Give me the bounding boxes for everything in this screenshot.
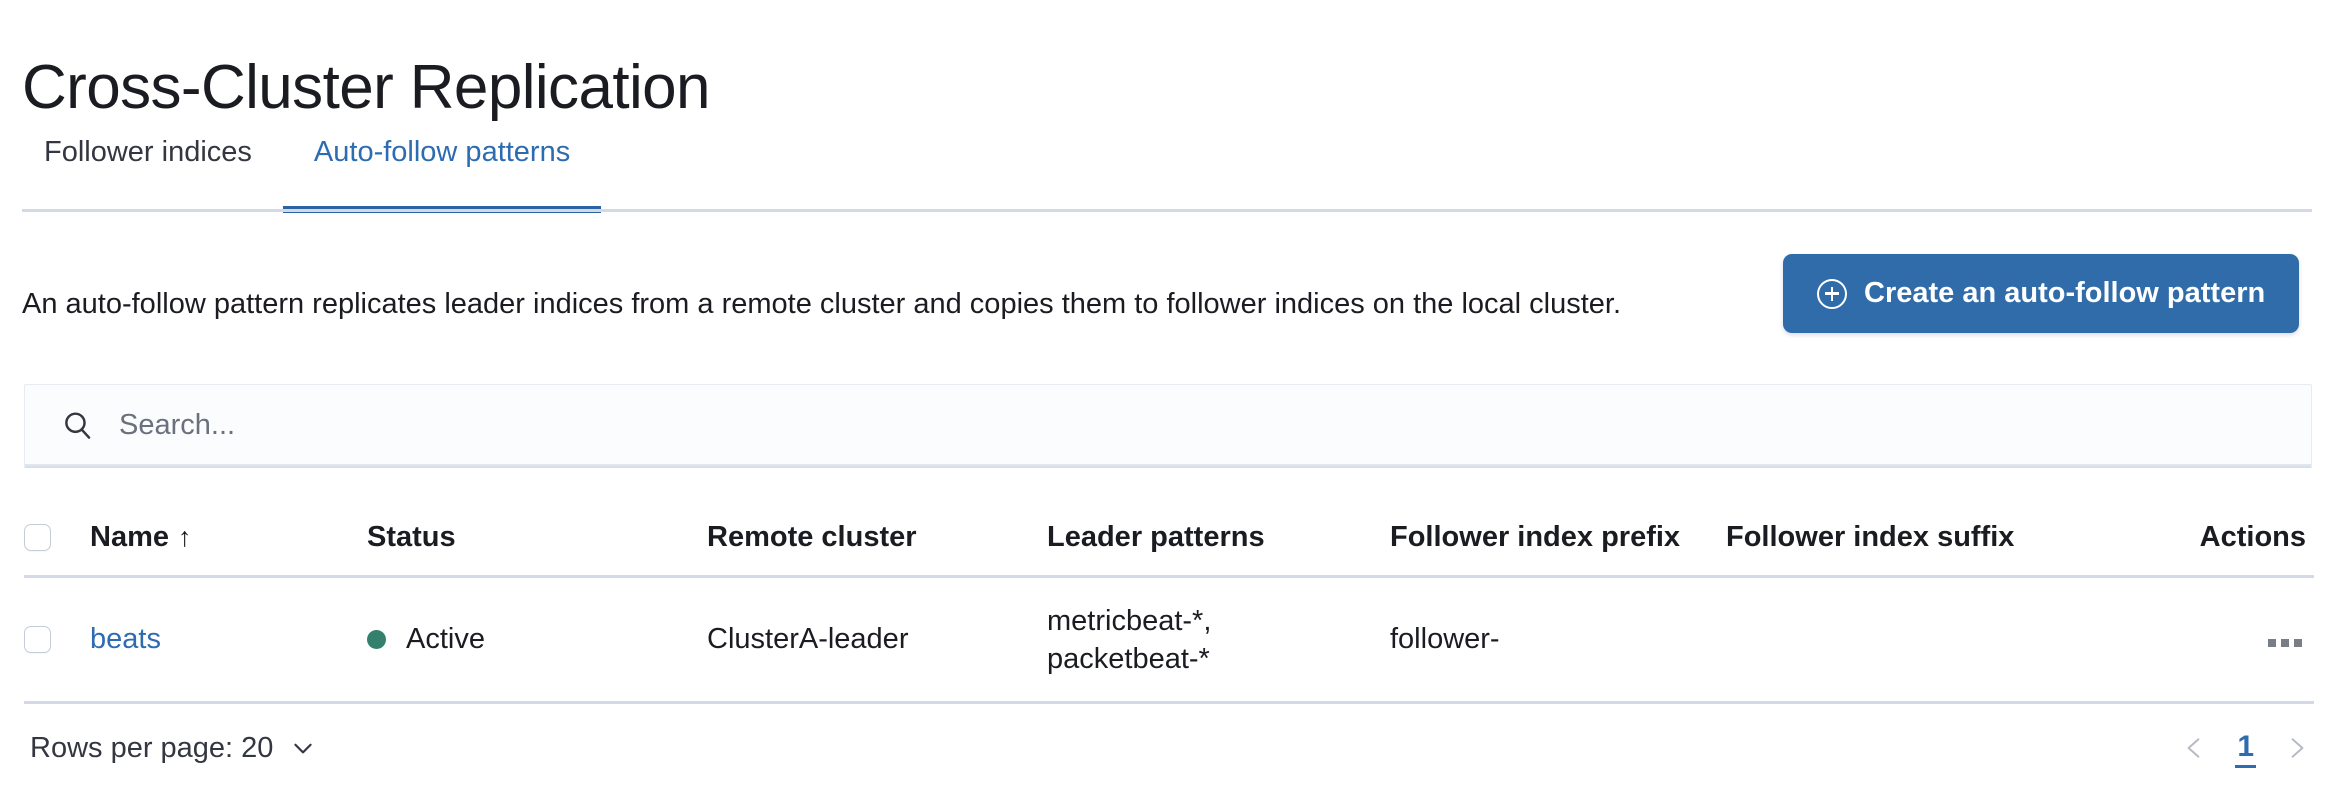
column-header-actions: Actions	[2146, 521, 2314, 554]
tab-auto-follow-patterns[interactable]: Auto-follow patterns	[282, 135, 602, 213]
search-input[interactable]	[119, 409, 2287, 442]
cell-name: beats	[90, 623, 367, 656]
tab-follower-indices-label: Follower indices	[44, 136, 252, 168]
rows-per-page-selector[interactable]: Rows per page: 20	[24, 732, 316, 765]
more-actions-icon[interactable]	[2264, 629, 2306, 657]
cell-status: Active	[367, 623, 707, 656]
tab-auto-follow-patterns-label: Auto-follow patterns	[313, 136, 571, 168]
chevron-down-icon	[290, 735, 316, 761]
search-bar[interactable]	[24, 384, 2312, 468]
cell-actions	[2146, 622, 2314, 657]
more-actions-dot	[2281, 639, 2289, 647]
more-actions-dot	[2294, 639, 2302, 647]
select-all-checkbox-cell	[24, 524, 90, 551]
page-title: Cross-Cluster Replication	[22, 52, 710, 122]
create-auto-follow-pattern-label: Create an auto-follow pattern	[1864, 277, 2266, 309]
pagination: 1	[2181, 729, 2314, 768]
column-header-name-label: Name	[90, 521, 169, 553]
column-header-leader-patterns-label: Leader patterns	[1047, 521, 1265, 553]
column-header-follower-index-suffix-label: Follower index suffix	[1726, 521, 2015, 553]
sort-ascending-icon: ↑	[178, 522, 192, 552]
cell-follower-index-prefix: follower-	[1390, 623, 1500, 655]
column-header-follower-index-prefix-label: Follower index prefix	[1390, 521, 1681, 553]
tab-bar-divider	[22, 209, 2312, 212]
column-header-name[interactable]: Name ↑	[90, 521, 367, 554]
status-dot-icon	[367, 630, 386, 649]
table-row: beats Active ClusterA-leader metricbeat-…	[24, 578, 2314, 704]
column-header-follower-index-suffix[interactable]: Follower index suffix	[1726, 521, 2146, 554]
leader-patterns-value: metricbeat-*, packetbeat-*	[1047, 604, 1212, 675]
chevron-left-icon[interactable]	[2181, 731, 2207, 765]
table-footer: Rows per page: 20 1	[24, 718, 2314, 778]
more-actions-dot	[2268, 639, 2276, 647]
column-header-remote-cluster-label: Remote cluster	[707, 521, 917, 553]
column-header-actions-label: Actions	[2199, 521, 2306, 553]
status-badge: Active	[406, 623, 485, 655]
auto-follow-patterns-table: Name ↑ Status Remote cluster Leader patte…	[24, 500, 2314, 704]
row-checkbox-cell	[24, 626, 90, 653]
cell-remote-cluster: ClusterA-leader	[707, 623, 909, 655]
page-description: An auto-follow pattern replicates leader…	[22, 288, 1622, 320]
table-header-row: Name ↑ Status Remote cluster Leader patte…	[24, 500, 2314, 578]
chevron-right-icon[interactable]	[2284, 731, 2310, 765]
tab-bar: Follower indices Auto-follow patterns	[22, 135, 602, 213]
row-select-checkbox[interactable]	[24, 626, 51, 653]
pattern-name-link[interactable]: beats	[90, 623, 161, 655]
cell-leader-patterns: metricbeat-*, packetbeat-*	[1047, 602, 1390, 678]
column-header-leader-patterns[interactable]: Leader patterns	[1047, 521, 1390, 554]
column-header-status[interactable]: Status	[367, 521, 707, 554]
plus-in-circle-icon	[1817, 278, 1847, 309]
search-icon	[61, 409, 94, 442]
column-header-remote-cluster[interactable]: Remote cluster	[707, 521, 1047, 554]
column-header-status-label: Status	[367, 521, 456, 553]
column-header-follower-index-prefix[interactable]: Follower index prefix	[1390, 521, 1726, 554]
select-all-checkbox[interactable]	[24, 524, 51, 551]
create-auto-follow-pattern-button[interactable]: Create an auto-follow pattern	[1783, 254, 2300, 333]
pagination-page-1[interactable]: 1	[2235, 729, 2256, 768]
tab-follower-indices[interactable]: Follower indices	[22, 135, 283, 213]
rows-per-page-label: Rows per page: 20	[30, 731, 274, 764]
